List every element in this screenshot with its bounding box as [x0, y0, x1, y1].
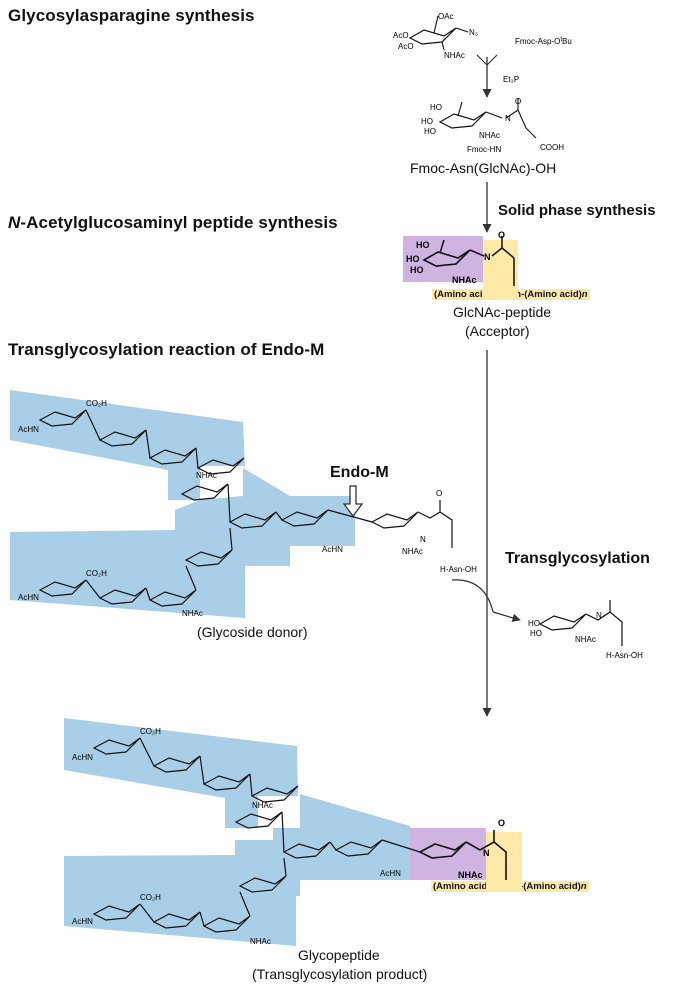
o-acceptor: O [498, 230, 505, 240]
released-glcnac-asn-structure [538, 600, 623, 646]
glycoside-donor-caption: (Glycoside donor) [197, 624, 308, 640]
product-glycan-structure [92, 737, 507, 933]
n-acceptor: N [484, 252, 491, 262]
seq-a: (Amino acid) [434, 289, 492, 300]
ho-released-1: HO [528, 619, 540, 628]
co2h-donor-2: CO₂H [86, 569, 107, 578]
ho-released-2: HO [530, 629, 542, 638]
achn-donor-core: AcHN [322, 545, 343, 554]
nhac-product-core: NHAc [458, 870, 483, 880]
section-title-glcnac-peptide: N-Acetylglucosaminyl peptide synthesis [8, 213, 338, 233]
glucosyl-azide-structure [408, 15, 469, 51]
product-asn-highlight [486, 832, 522, 892]
n-released: N [596, 611, 602, 620]
product-upper-arm-highlight [64, 718, 298, 828]
fmoc-asn-caption: Fmoc-Asn(GlcNAc)-OH [410, 160, 557, 176]
fmoc-asn-structure [438, 98, 537, 139]
ho-label-1: HO [430, 103, 442, 112]
product-caption: (Transglycosylation product) [252, 966, 428, 982]
transglycosylation-label: Transglycosylation [505, 550, 650, 567]
donor-core-highlight [10, 468, 355, 618]
nhac-released: NHAc [575, 635, 596, 644]
achn-product-core: AcHN [380, 869, 401, 878]
h-asn-oh-released: H-Asn-OH [606, 651, 643, 660]
seq-n: n [581, 289, 588, 300]
nhac-label-fmoc: NHAc [479, 131, 500, 140]
ho-label-3: HO [424, 127, 436, 136]
section-title-rest: -Acetylglucosaminyl peptide synthesis [20, 213, 338, 232]
reagent-branch [476, 54, 498, 66]
solid-phase-label: Solid phase synthesis [498, 202, 656, 219]
aco-label-2: AcO [398, 42, 414, 51]
acceptor-structure [422, 236, 515, 286]
section-title-transglycosylation: Transglycosylation reaction of Endo-M [8, 340, 325, 359]
italic-n: N [8, 213, 21, 232]
glycopeptide-caption: Glycopeptide [298, 947, 380, 963]
endo-m-label: Endo-M [330, 464, 389, 481]
achn-product-2: AcHN [72, 917, 93, 926]
endo-m-cleavage-arrow [342, 485, 364, 518]
glcnac-peptide-caption: GlcNAc-peptide [453, 304, 552, 320]
nhac-product-1: NHAc [252, 801, 273, 810]
n-product: N [483, 848, 490, 858]
seq-mid: -Asn-(Amino acid) [498, 881, 581, 892]
achn-donor-2: AcHN [18, 593, 39, 602]
aco-label-1: AcO [393, 31, 409, 40]
phosphine-label: Et₃P [503, 75, 519, 84]
arrow-release [492, 611, 521, 622]
achn-product-1: AcHN [72, 753, 93, 762]
seq-a: (Amino acid) [433, 881, 491, 892]
ho-acceptor-1: HO [416, 240, 430, 250]
release-curve [451, 579, 494, 613]
ho-acceptor-3: HO [410, 265, 424, 275]
achn-donor-1: AcHN [18, 425, 39, 434]
donor-glycan-structure [38, 409, 453, 607]
oac-label: OAc [438, 12, 454, 21]
azide-label: N₃ [469, 28, 478, 37]
co2h-product-1: CO₂H [140, 727, 161, 736]
nhac-product-2: NHAc [250, 937, 271, 946]
cooh-label: COOH [540, 143, 564, 152]
nhac-acceptor: NHAc [452, 275, 477, 285]
nhac-donor-2: NHAc [182, 609, 203, 618]
ho-acceptor-2: HO [406, 254, 420, 264]
product-core-highlight [64, 794, 410, 946]
co2h-product-2: CO₂H [140, 893, 161, 902]
nhac-donor-core: NHAc [402, 547, 423, 556]
o-donor: O [436, 489, 442, 498]
o-label-fmoc: O [515, 97, 521, 106]
ho-label-2: HO [421, 117, 433, 126]
n-donor: N [420, 535, 426, 544]
seq-mid: -Asn-(Amino acid) [499, 289, 582, 300]
nhac-donor-1: NHAc [196, 471, 217, 480]
acceptor-caption: (Acceptor) [465, 323, 530, 339]
seq-n: n [580, 881, 587, 892]
amino-acid-label: Fmoc-Asp-OtBu [515, 37, 572, 46]
section-title-glycosylasparagine: Glycosylasparagine synthesis [8, 6, 255, 25]
nhac-label-azide: NHAc [444, 51, 465, 60]
co2h-donor-1: CO₂H [86, 399, 107, 408]
h-asn-oh-donor: H-Asn-OH [440, 565, 477, 574]
o-product: O [498, 818, 505, 828]
fmoc-hn-label: Fmoc-HN [467, 145, 501, 154]
n-label-fmoc: N [505, 114, 511, 123]
